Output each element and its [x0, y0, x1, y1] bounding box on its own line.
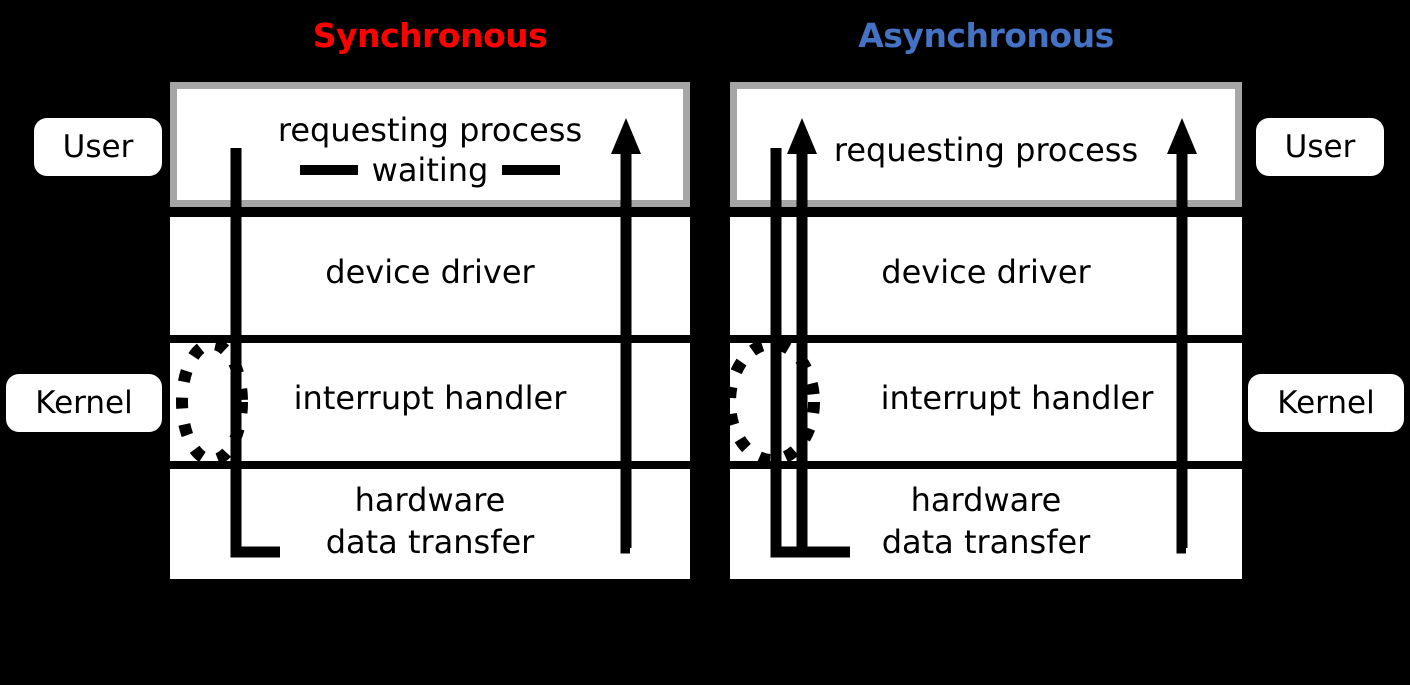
band-hardware-sync: hardware data transfer — [170, 469, 690, 579]
band-label-requesting-process-async: requesting process — [833, 131, 1139, 169]
band-label-hardware-async: hardware — [910, 481, 1062, 519]
side-label-kernel-right: Kernel — [1248, 374, 1404, 432]
band-label-interrupt-handler-async: interrupt handler — [880, 379, 1154, 417]
band-label-hardware-sync: hardware — [354, 481, 506, 519]
band-device-driver-sync: device driver — [170, 217, 690, 335]
band-interrupt-handler-async: interrupt handler — [730, 343, 1242, 461]
panel-asynchronous: requesting process device driver interru… — [724, 82, 1242, 579]
waiting-row-sync: waiting — [177, 151, 683, 189]
band-hardware-async: hardware data transfer — [730, 469, 1242, 579]
waiting-dash-right — [502, 165, 561, 175]
side-label-user-right: User — [1256, 118, 1384, 176]
band-user-sync: requesting process waiting — [170, 82, 690, 207]
band-label-interrupt-handler-sync: interrupt handler — [293, 379, 567, 417]
band-label-waiting-sync: waiting — [371, 151, 489, 189]
band-user-async: requesting process — [730, 82, 1242, 207]
panel-synchronous: requesting process waiting device driver… — [170, 82, 690, 579]
band-label-data-transfer-sync: data transfer — [325, 523, 535, 561]
band-label-device-driver-async: device driver — [881, 253, 1091, 291]
band-label-requesting-process-sync: requesting process — [277, 111, 583, 149]
waiting-dash-left — [299, 165, 358, 175]
side-label-user-left: User — [34, 118, 162, 176]
band-label-device-driver-sync: device driver — [325, 253, 535, 291]
column-title-asynchronous: Asynchronous — [858, 16, 1114, 55]
side-label-kernel-left: Kernel — [6, 374, 162, 432]
column-title-synchronous: Synchronous — [312, 16, 548, 55]
band-interrupt-handler-sync: interrupt handler — [170, 343, 690, 461]
band-label-data-transfer-async: data transfer — [881, 523, 1091, 561]
band-device-driver-async: device driver — [730, 217, 1242, 335]
